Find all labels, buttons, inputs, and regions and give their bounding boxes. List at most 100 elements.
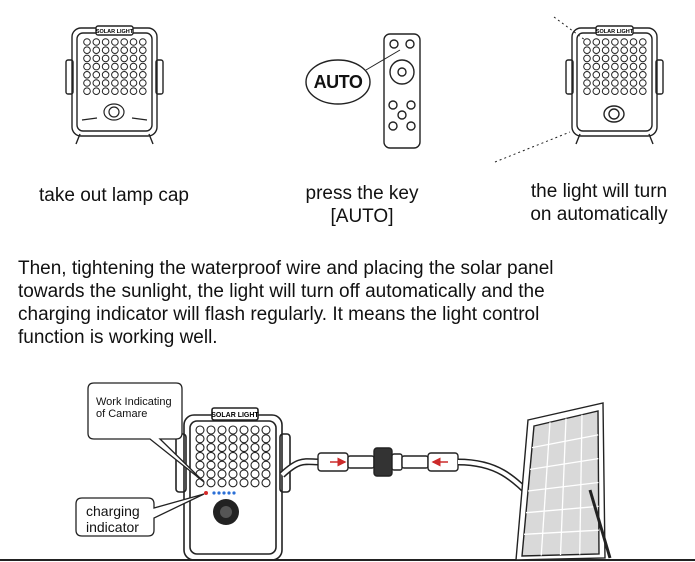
led-dot (229, 435, 237, 443)
led-dot (640, 47, 647, 54)
paragraph-line: charging indicator will flash regularly.… (18, 303, 688, 326)
lamp-illustration-1: SOLAR LIGHT (62, 22, 167, 147)
led-dot (621, 72, 628, 79)
led-dot (262, 444, 270, 452)
led-dot (621, 39, 628, 46)
led-dot (630, 63, 637, 70)
led-dot (140, 47, 147, 54)
lamp-main (176, 408, 290, 560)
led-dot (130, 63, 137, 70)
led-dot (218, 461, 226, 469)
led-dot (602, 80, 609, 87)
led-dot (240, 479, 248, 487)
led-dot (612, 55, 619, 62)
led-dot (621, 55, 628, 62)
led-dot (262, 461, 270, 469)
led-dot (207, 435, 215, 443)
charging-indicator-led (204, 491, 208, 495)
lamp-main-logo: SOLAR LIGHT (211, 412, 259, 419)
led-dot (196, 435, 204, 443)
auto-bubble-label: AUTO (308, 72, 368, 93)
led-dot (121, 55, 128, 62)
step-1-caption: take out lamp cap (8, 184, 220, 207)
led-dot (593, 55, 600, 62)
led-dot (240, 435, 248, 443)
led-dot (584, 72, 591, 79)
led-dot (621, 47, 628, 54)
led-dot (112, 72, 119, 79)
led-dot (251, 435, 259, 443)
led-dot (112, 88, 119, 95)
led-dot (130, 88, 137, 95)
led-dot (229, 452, 237, 460)
led-dot (196, 444, 204, 452)
led-dot (251, 452, 259, 460)
led-dot (207, 426, 215, 434)
led-dot (621, 63, 628, 70)
led-dot (602, 63, 609, 70)
led-dot (612, 88, 619, 95)
led-dot (130, 39, 137, 46)
led-dot (229, 426, 237, 434)
led-dot (140, 88, 147, 95)
led-dot (218, 479, 226, 487)
led-dot (102, 55, 109, 62)
led-dot (630, 80, 637, 87)
solar-panel (516, 403, 610, 560)
led-dot (93, 63, 100, 70)
led-dot (262, 470, 270, 478)
led-dot (207, 470, 215, 478)
indicator-dot (222, 491, 225, 494)
paragraph-line: Then, tightening the waterproof wire and… (18, 257, 688, 280)
led-dot (630, 55, 637, 62)
led-dot (121, 88, 128, 95)
led-dot (621, 80, 628, 87)
led-dot (121, 72, 128, 79)
led-dot (640, 55, 647, 62)
led-dot (207, 444, 215, 452)
led-dot (93, 55, 100, 62)
led-dot (593, 88, 600, 95)
callout-line: Work Indicating (96, 396, 172, 408)
paragraph-line: function is working well. (18, 326, 688, 349)
led-dot (112, 55, 119, 62)
led-dot (218, 470, 226, 478)
indicator-dot (227, 491, 230, 494)
led-dot (593, 47, 600, 54)
led-dot (218, 426, 226, 434)
led-dot (140, 72, 147, 79)
led-dot (630, 72, 637, 79)
led-dot (251, 461, 259, 469)
led-dot (593, 80, 600, 87)
led-dot (112, 63, 119, 70)
led-dot (112, 80, 119, 87)
led-dot (240, 470, 248, 478)
led-dot (84, 39, 91, 46)
led-dot (93, 88, 100, 95)
caption-line: the light will turn (506, 180, 692, 203)
led-dot (602, 47, 609, 54)
step-2-caption: press the key [AUTO] (262, 182, 462, 228)
led-dot (584, 55, 591, 62)
led-dot (196, 426, 204, 434)
led-dot (584, 47, 591, 54)
charging-callout: charging indicator (86, 503, 140, 535)
led-dot (84, 47, 91, 54)
led-dot (84, 55, 91, 62)
led-dot (130, 72, 137, 79)
caption-line: take out lamp cap (39, 185, 189, 206)
lamp-illustration-3: SOLAR LIGHT (490, 12, 670, 167)
led-dot (102, 80, 109, 87)
led-dot (102, 72, 109, 79)
caption-line: press the key (262, 182, 462, 205)
led-dot (121, 39, 128, 46)
led-dot (584, 88, 591, 95)
led-dot (640, 80, 647, 87)
led-dot (262, 452, 270, 460)
led-dot (612, 80, 619, 87)
led-dot (207, 461, 215, 469)
led-dot (240, 444, 248, 452)
led-dot (593, 63, 600, 70)
led-dot (112, 39, 119, 46)
led-dot (640, 39, 647, 46)
